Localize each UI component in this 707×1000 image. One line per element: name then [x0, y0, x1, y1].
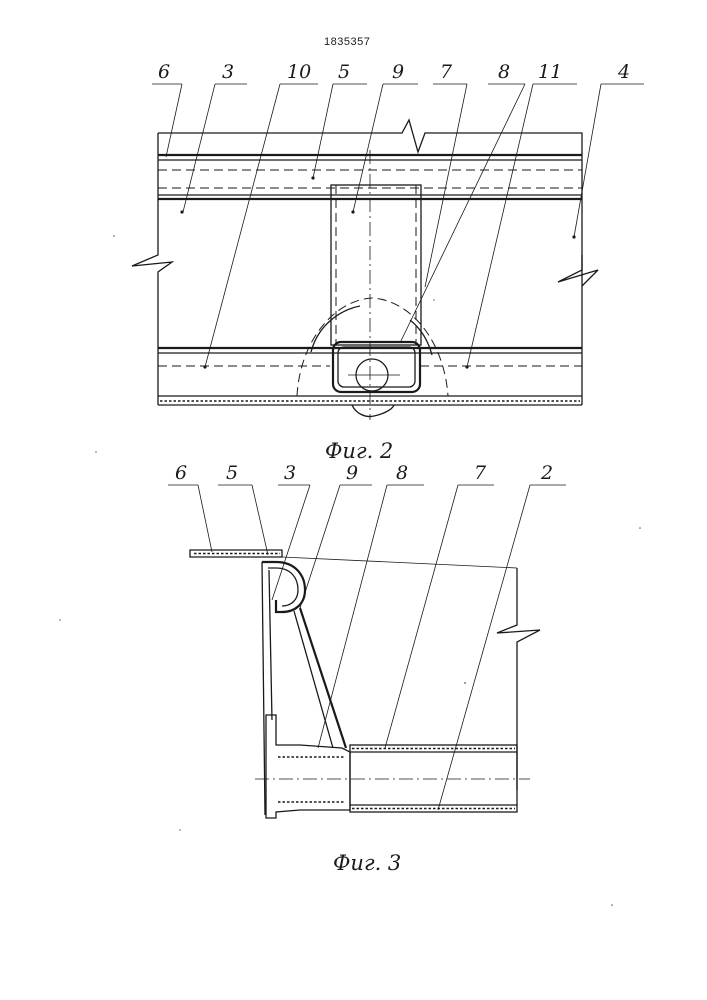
fig3-label-6: 6: [175, 462, 187, 484]
fig3-label-5: 5: [226, 462, 238, 484]
figure-3: 6 5 3 9 8 7 2 Фиг. 3: [168, 462, 566, 875]
fig2-right-break: [558, 255, 598, 286]
fig2-label-10: 10: [287, 61, 311, 83]
fig3-right-break: [497, 568, 540, 790]
fig2-lug: [333, 342, 420, 392]
fig2-left-break-edge: [132, 133, 172, 405]
fig2-caption: Фиг. 2: [325, 439, 393, 463]
fig3-label-9: 9: [346, 462, 358, 484]
fig3-caption: Фиг. 3: [333, 851, 401, 875]
fig3-strut-line-2: [294, 611, 333, 748]
fig3-label-3: 3: [284, 462, 296, 484]
fig3-label-7: 7: [474, 462, 487, 484]
fig2-label-4: 4: [617, 61, 630, 83]
fig2-label-11: 11: [538, 61, 562, 83]
fig2-label-7: 7: [440, 61, 453, 83]
fig3-tube: [350, 745, 517, 812]
fig2-label-3: 3: [222, 61, 234, 83]
fig3-label-8: 8: [396, 462, 408, 484]
fig3-curl-inner: [268, 568, 298, 606]
figure-2: 6 3 10 5 9 7 8 11 4 Фиг. 2: [132, 61, 644, 463]
fig3-label-2: 2: [540, 462, 553, 484]
fig2-label-5: 5: [338, 61, 350, 83]
fig3-wall-inner: [269, 570, 272, 720]
fig3-leaders: [168, 485, 566, 810]
fig3-strut-line-1: [300, 608, 346, 748]
fig2-leaders: [152, 84, 644, 367]
fig2-label-8: 8: [498, 61, 510, 83]
fig2-label-9: 9: [392, 61, 404, 83]
fig2-strut: [331, 185, 421, 345]
fig3-top-reference: [282, 557, 517, 568]
fig2-label-6: 6: [158, 61, 170, 83]
fig3-wall-outer: [262, 562, 265, 815]
fig2-pin-bottom: [352, 405, 394, 417]
